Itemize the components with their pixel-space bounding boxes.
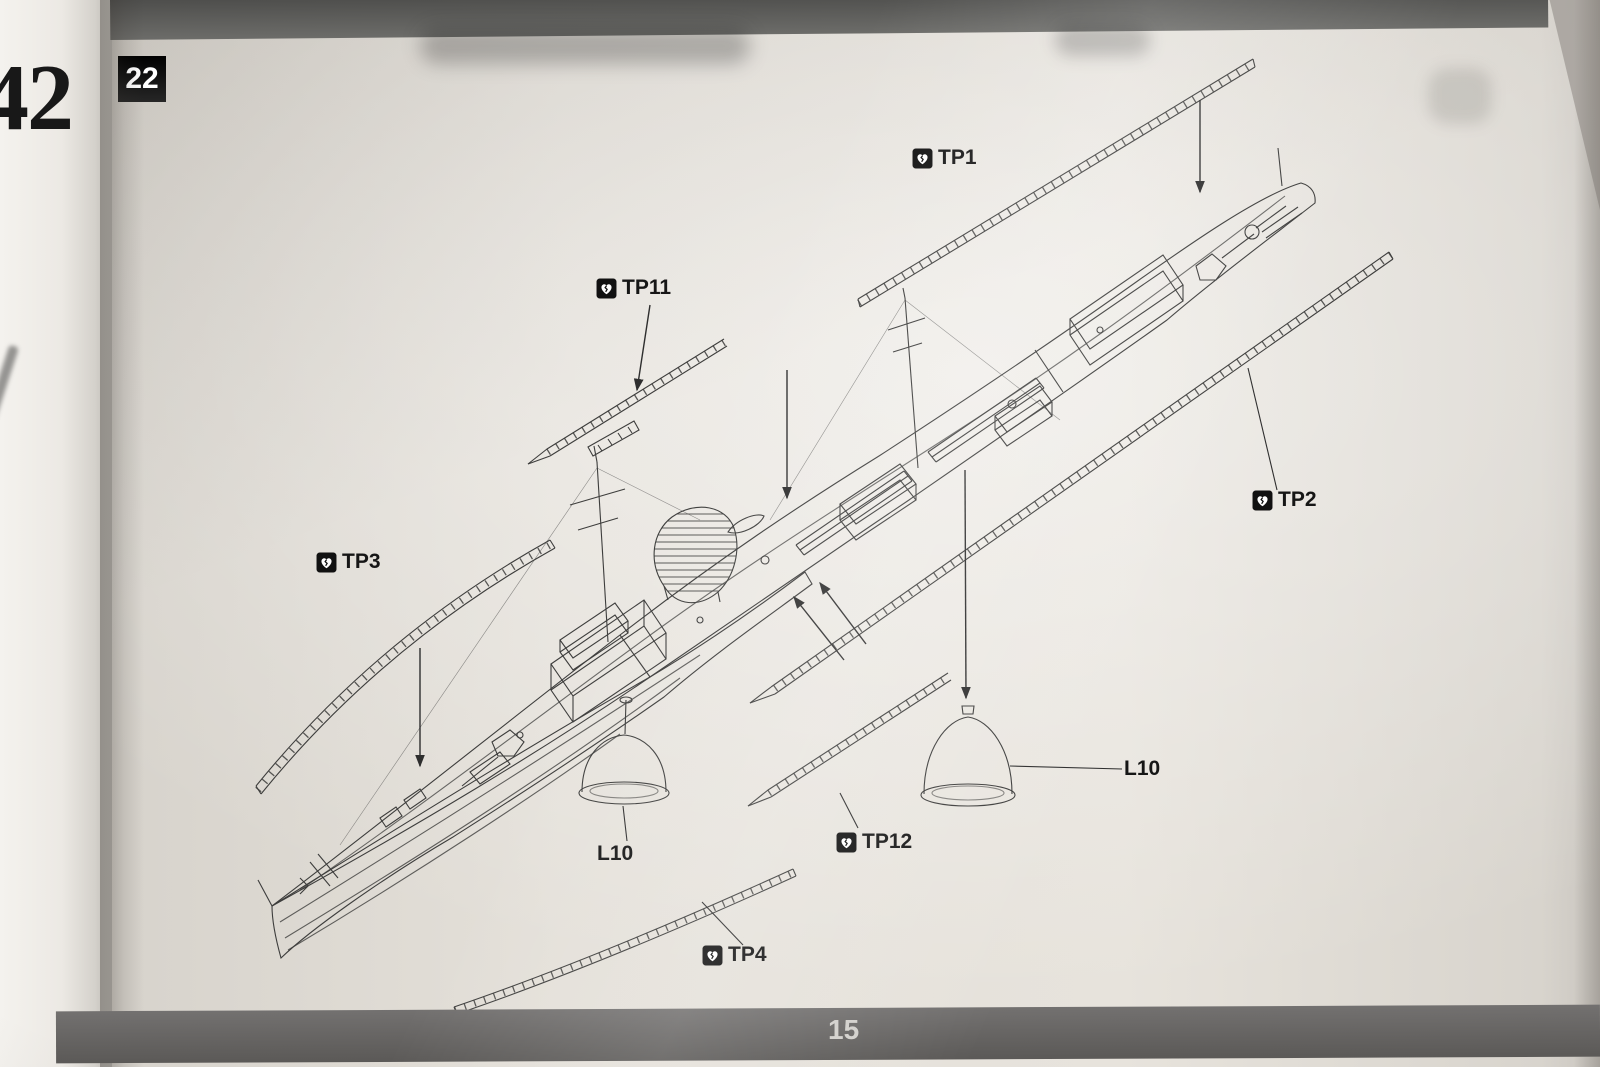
callout-tp4: TP4 [702, 943, 767, 967]
part-label: TP2 [1278, 488, 1317, 511]
instruction-page [112, 0, 1600, 1067]
callout-tp2: TP2 [1252, 488, 1317, 512]
previous-page-number: 42 [0, 46, 74, 150]
photo-etch-marker-icon [912, 148, 933, 169]
part-label: TP12 [862, 830, 913, 853]
callout-l10-front: L10 [597, 842, 633, 866]
part-label: TP1 [938, 146, 977, 169]
part-label: TP11 [622, 276, 672, 299]
photo-etch-marker-icon [836, 832, 857, 853]
photo-etch-marker-icon [596, 278, 617, 299]
callout-tp11: TP11 [596, 276, 671, 300]
photo-etch-marker-icon [316, 552, 337, 573]
photo-etch-marker-icon [1252, 490, 1273, 511]
part-label: L10 [1124, 757, 1161, 780]
page-smudge-mark [0, 344, 20, 430]
page-number: 15 [828, 1014, 860, 1045]
part-label: TP4 [728, 943, 767, 966]
part-label: L10 [597, 842, 634, 865]
callout-tp12: TP12 [836, 830, 912, 854]
previous-page-edge: 42 [0, 0, 112, 1067]
photo-etch-marker-icon [702, 945, 723, 966]
callout-tp1: TP1 [912, 146, 977, 170]
callout-l10-rear: L10 [1124, 757, 1160, 781]
step-number-badge: 22 [118, 56, 166, 102]
callout-tp3: TP3 [316, 550, 381, 574]
part-label: TP3 [342, 550, 381, 573]
